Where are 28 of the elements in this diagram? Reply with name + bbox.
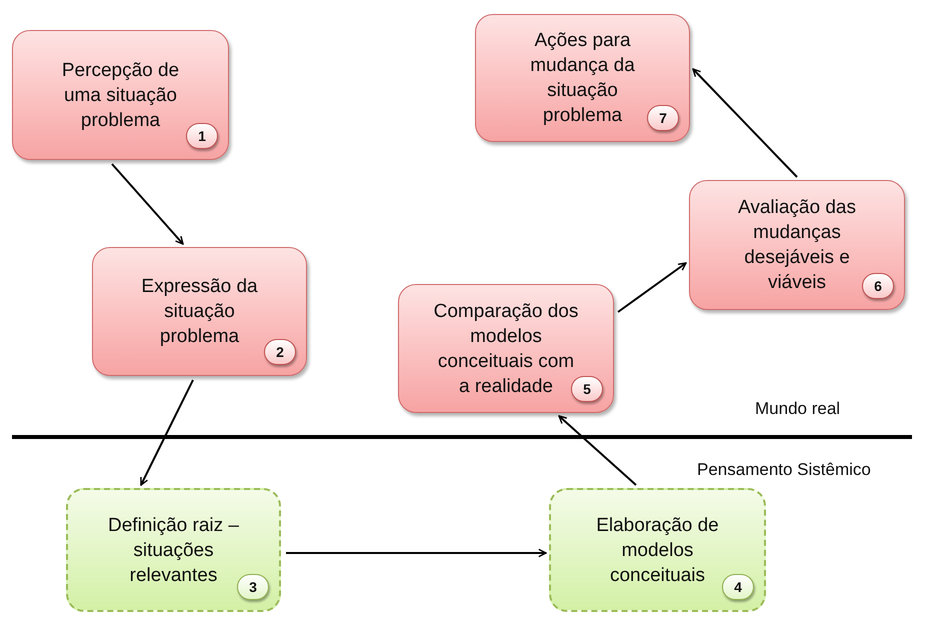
process-box xyxy=(398,284,614,413)
arrow xyxy=(558,415,637,486)
box-text: Percepção de uma situação problema xyxy=(60,58,180,132)
process-box xyxy=(92,247,307,376)
step-number: 7 xyxy=(647,105,679,131)
process-box xyxy=(66,488,281,612)
box-text: Avaliação das mudanças desejáveis e viáveis xyxy=(737,196,857,295)
region-label: Mundo real xyxy=(755,398,840,420)
step-number: 3 xyxy=(237,574,269,600)
box-text: Definição raiz – situações relevantes xyxy=(107,514,240,588)
step-number: 4 xyxy=(722,574,754,600)
arrow xyxy=(111,163,184,245)
step-number: 1 xyxy=(186,123,218,149)
process-box xyxy=(689,180,905,310)
step-number: 6 xyxy=(862,273,894,299)
arrow xyxy=(617,262,687,313)
region-label: Pensamento Sistêmico xyxy=(697,459,871,481)
arrow xyxy=(286,548,547,558)
box-text: Elaboração de modelos conceituais xyxy=(595,514,720,588)
box-text: Ações para mudança da situação problema xyxy=(529,29,636,128)
step-number: 2 xyxy=(264,339,296,365)
process-box xyxy=(12,30,229,160)
process-box xyxy=(549,488,766,612)
arrow xyxy=(692,68,798,178)
box-text: Expressão da situação problema xyxy=(140,275,259,349)
process-box xyxy=(475,14,690,142)
arrow xyxy=(140,380,194,486)
step-number: 5 xyxy=(571,376,603,402)
